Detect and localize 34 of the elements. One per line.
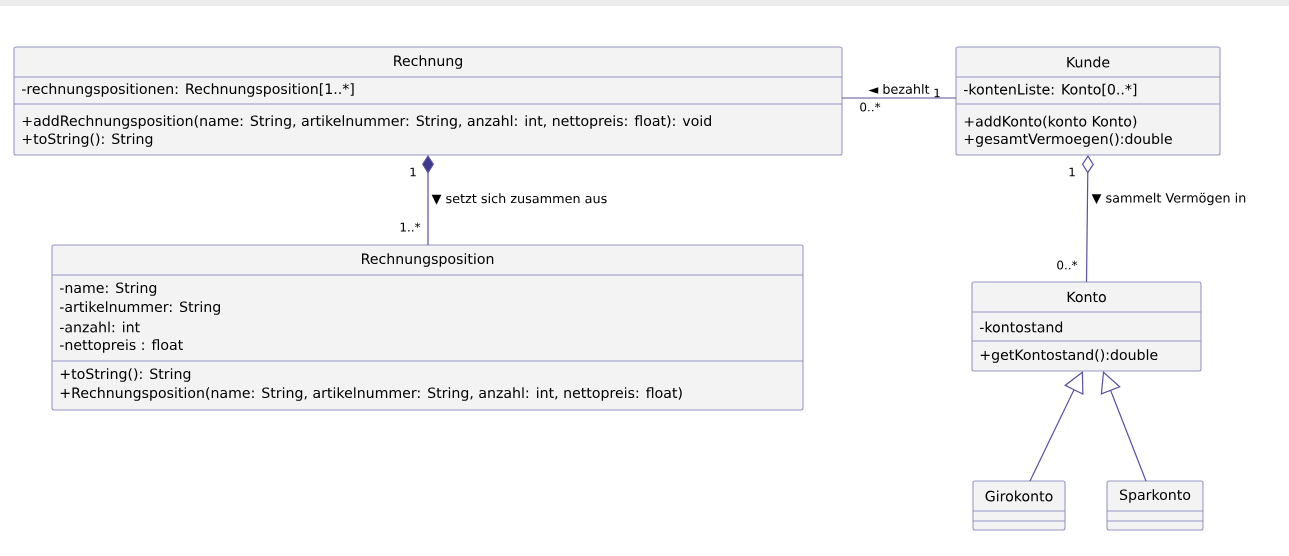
class-name: Sparkonto xyxy=(1120,489,1191,503)
multiplicity-label: 0..* xyxy=(860,102,881,112)
method-text: +addKonto(konto Konto) xyxy=(964,115,1137,129)
class-name: Konto xyxy=(1067,291,1106,303)
class-name: Rechnungsposition xyxy=(362,253,494,267)
class-name: Kunde xyxy=(1067,56,1110,68)
method-text: +getKontostand():double xyxy=(980,349,1158,363)
attribute-text: -kontostand xyxy=(979,321,1063,333)
class-name: Girokonto xyxy=(985,490,1053,502)
multiplicity-label: 1 xyxy=(1069,167,1075,177)
method-text: +toString(): String xyxy=(22,133,153,147)
multiplicity-label: 0..* xyxy=(1057,260,1078,270)
attribute-text: -kontenListe: Konto[0..*] xyxy=(963,83,1137,97)
edge-label: ◄ bezahlt xyxy=(867,82,931,96)
association-line xyxy=(1100,371,1147,482)
method-text: +toString(): String xyxy=(60,368,191,382)
attribute-text: -artikelnummer: String xyxy=(59,301,220,315)
method-text: +addRechnungsposition(name: String, artikelnummer: String, anzahl: int, nettopreis: float): void xyxy=(22,115,711,129)
multiplicity-label: 1 xyxy=(410,167,416,177)
multiplicity-label: 1..* xyxy=(400,222,421,232)
attribute-text: -name: String xyxy=(59,282,157,296)
method-text: +Rechnungsposition(name: String, artikelnummer: String, anzahl: int, nettopreis: float) xyxy=(60,387,682,401)
class-name: Rechnung xyxy=(394,55,462,69)
association-line xyxy=(841,97,957,99)
attribute-text: -nettopreis : float xyxy=(59,339,183,353)
edge-label: ▼ sammelt Vermögen in xyxy=(1090,191,1248,207)
association-line xyxy=(422,155,434,246)
attribute-text: -anzahl: int xyxy=(59,321,140,333)
method-text: +gesamtVermoegen():double xyxy=(964,133,1172,147)
association-line xyxy=(1081,155,1094,283)
association-line xyxy=(1029,371,1084,482)
attribute-text: -rechnungspositionen: Rechnungsposition[1..*] xyxy=(21,83,354,97)
edge-label: ▼ setzt sich zusammen aus xyxy=(430,192,609,206)
multiplicity-label: 1 xyxy=(934,88,940,98)
